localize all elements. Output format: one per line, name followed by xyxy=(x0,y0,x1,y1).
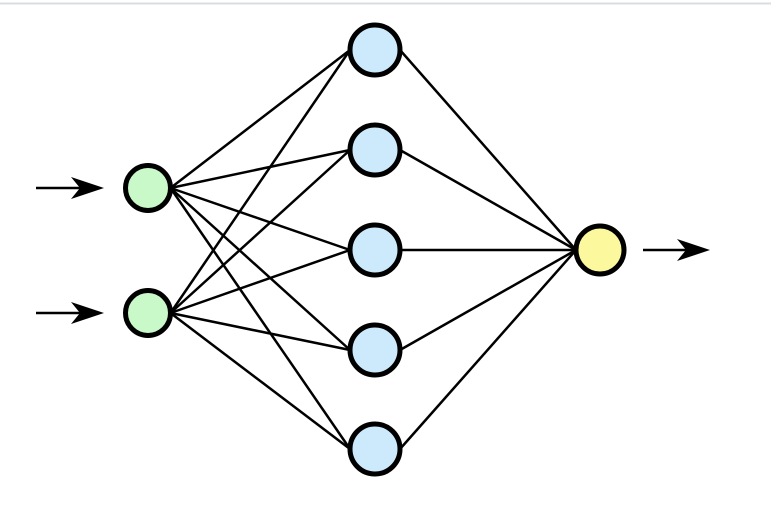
arrows-group xyxy=(36,177,710,324)
edge-h5-o1 xyxy=(399,249,577,450)
edge-i2-h2 xyxy=(169,149,351,314)
hidden-node-2 xyxy=(347,122,403,178)
output-arrow xyxy=(643,239,710,261)
edge-h4-o1 xyxy=(399,248,577,352)
edge-h2-o1 xyxy=(399,148,577,252)
output-node-1 xyxy=(573,223,627,277)
edge-i2-h1 xyxy=(169,49,352,314)
nodes-group xyxy=(123,22,627,477)
input-node-1 xyxy=(123,163,173,213)
input-arrow-2 xyxy=(36,302,104,324)
input-arrow-1-head xyxy=(71,177,104,199)
hidden-node-3 xyxy=(347,222,403,278)
hidden-node-4 xyxy=(347,322,403,378)
edge-i2-h4 xyxy=(170,311,351,352)
edge-h1-o1 xyxy=(399,49,577,251)
hidden-node-5 xyxy=(347,421,403,477)
edges-group xyxy=(169,49,577,450)
edge-i2-h3 xyxy=(170,248,351,315)
hidden-node-1 xyxy=(347,22,403,78)
output-arrow-head xyxy=(677,239,710,261)
edge-i1-h3 xyxy=(170,186,351,252)
edge-i1-h2 xyxy=(170,148,351,190)
edge-i2-h5 xyxy=(169,312,351,450)
input-arrow-2-head xyxy=(71,302,104,324)
edge-i1-h1 xyxy=(169,49,351,189)
edge-i1-h4 xyxy=(169,187,351,351)
input-node-2 xyxy=(123,288,173,338)
edge-i1-h5 xyxy=(169,187,352,450)
input-arrow-1 xyxy=(36,177,104,199)
